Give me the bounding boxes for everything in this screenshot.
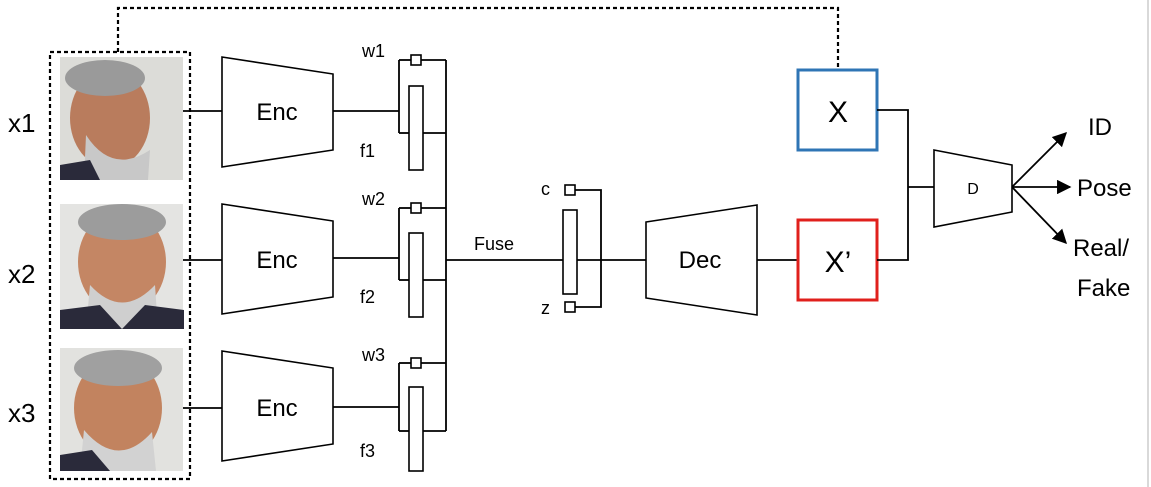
output-arrow-realfake <box>1011 186 1067 245</box>
generated-image-box: X’ <box>796 218 879 302</box>
feature-label-f2: f2 <box>360 287 375 307</box>
skip-connection-dotted-line <box>116 6 840 70</box>
weight-label-w1: w1 <box>361 41 385 61</box>
weight-box-w2 <box>410 202 422 214</box>
feature-label-f1: f1 <box>360 141 375 161</box>
discriminator: D <box>933 149 1013 228</box>
real-image-box: X <box>796 68 879 152</box>
discriminator-label: D <box>967 181 979 198</box>
feature-label-f3: f3 <box>360 441 375 461</box>
encoder-2-label: Enc <box>256 247 297 274</box>
latent-z-label: z <box>541 298 550 318</box>
output-label-id: ID <box>1088 114 1112 141</box>
decoder-label: Dec <box>679 247 722 274</box>
face-image-x2 <box>60 204 184 329</box>
decoder: Dec <box>645 204 758 316</box>
input-images-group <box>48 50 192 481</box>
face-image-x3 <box>60 348 183 471</box>
latent-z-box <box>564 301 576 313</box>
input-row-3: x3 Enc w3 f3 <box>8 345 446 472</box>
generated-image-label: X’ <box>825 246 852 279</box>
latent-vector-bar <box>562 209 578 295</box>
weight-label-w3: w3 <box>361 345 385 365</box>
feature-bar-f3 <box>408 386 424 472</box>
output-label-fake: Fake <box>1077 275 1130 302</box>
face-image-x1 <box>60 57 183 180</box>
output-arrow-id <box>1011 131 1068 188</box>
output-label-real: Real/ <box>1073 235 1129 262</box>
fuse-label: Fuse <box>474 234 514 254</box>
input-label-x2: x2 <box>8 259 35 289</box>
encoder-2: Enc <box>221 203 334 315</box>
feature-bar-f1 <box>408 85 424 171</box>
input-row-2: x2 Enc w2 f2 <box>8 189 446 329</box>
encoder-1-label: Enc <box>256 99 297 126</box>
latent-c-box <box>564 184 576 196</box>
latent-c-label: c <box>541 179 550 199</box>
encoder-3-label: Enc <box>256 395 297 422</box>
input-label-x1: x1 <box>8 108 35 138</box>
input-row-1: x1 Enc w1 f1 <box>8 41 446 180</box>
output-label-pose: Pose <box>1077 175 1132 202</box>
weight-box-w1 <box>410 54 422 66</box>
input-label-x3: x3 <box>8 398 35 428</box>
encoder-3: Enc <box>221 350 334 462</box>
weight-label-w2: w2 <box>361 189 385 209</box>
encoder-1: Enc <box>221 56 334 168</box>
weight-box-w3 <box>410 357 422 369</box>
real-image-label: X <box>828 96 848 129</box>
latent-code-block: c z <box>541 179 646 318</box>
feature-bar-f2 <box>408 232 424 318</box>
